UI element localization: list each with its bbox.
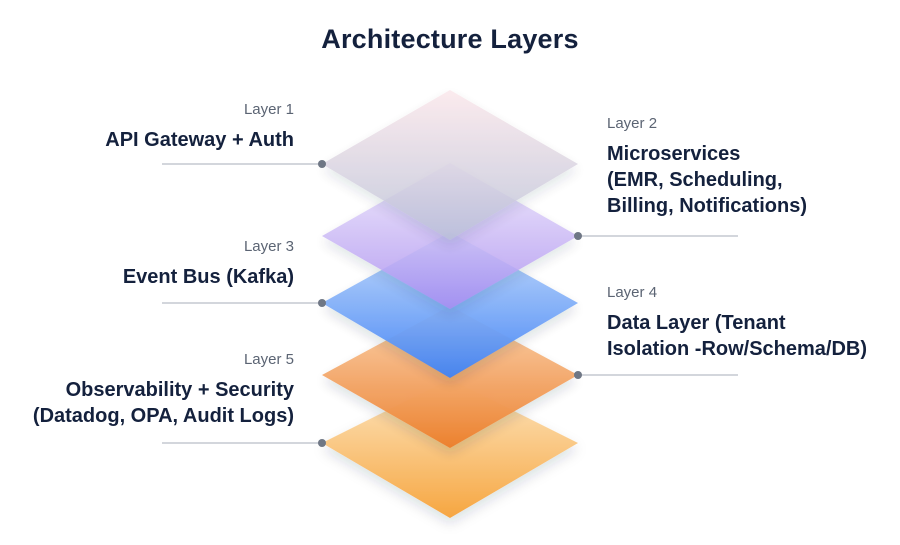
layer-2-label: Layer 2 Microservices (EMR, Scheduling, … xyxy=(607,115,897,219)
layer-3-number: Layer 3 xyxy=(243,238,294,255)
layer-5-label: Layer 5 Observability + Security (Datado… xyxy=(0,351,294,429)
layer-1-dot xyxy=(318,160,326,168)
layer-3-dot xyxy=(318,299,326,307)
diagram-title: Architecture Layers xyxy=(321,24,579,54)
layer-2-dot xyxy=(574,232,582,240)
layer-3-label: Layer 3 Event Bus (Kafka) xyxy=(0,238,294,290)
layer-2-number: Layer 2 xyxy=(607,115,658,132)
layer-1-number: Layer 1 xyxy=(243,101,294,118)
layer-5-dot xyxy=(318,439,326,447)
layer-5-number: Layer 5 xyxy=(243,351,294,368)
layer-4-name: Data Layer (Tenant Isolation -Row/Schema… xyxy=(607,312,868,360)
layer-2-name: Microservices (EMR, Scheduling, Billing,… xyxy=(607,143,807,217)
layer-4-label: Layer 4 Data Layer (Tenant Isolation -Ro… xyxy=(607,284,899,362)
layer-4-dot xyxy=(574,371,582,379)
layer-1-label: Layer 1 API Gateway + Auth xyxy=(0,101,294,153)
layer-1-tile xyxy=(322,90,578,240)
layer-5-name: Observability + Security (Datadog, OPA, … xyxy=(32,379,294,427)
layer-3-name: Event Bus (Kafka) xyxy=(122,266,294,288)
layer-4-number: Layer 4 xyxy=(607,284,658,301)
layer-5-tile xyxy=(322,379,578,518)
layer-1-name: API Gateway + Auth xyxy=(105,129,294,151)
